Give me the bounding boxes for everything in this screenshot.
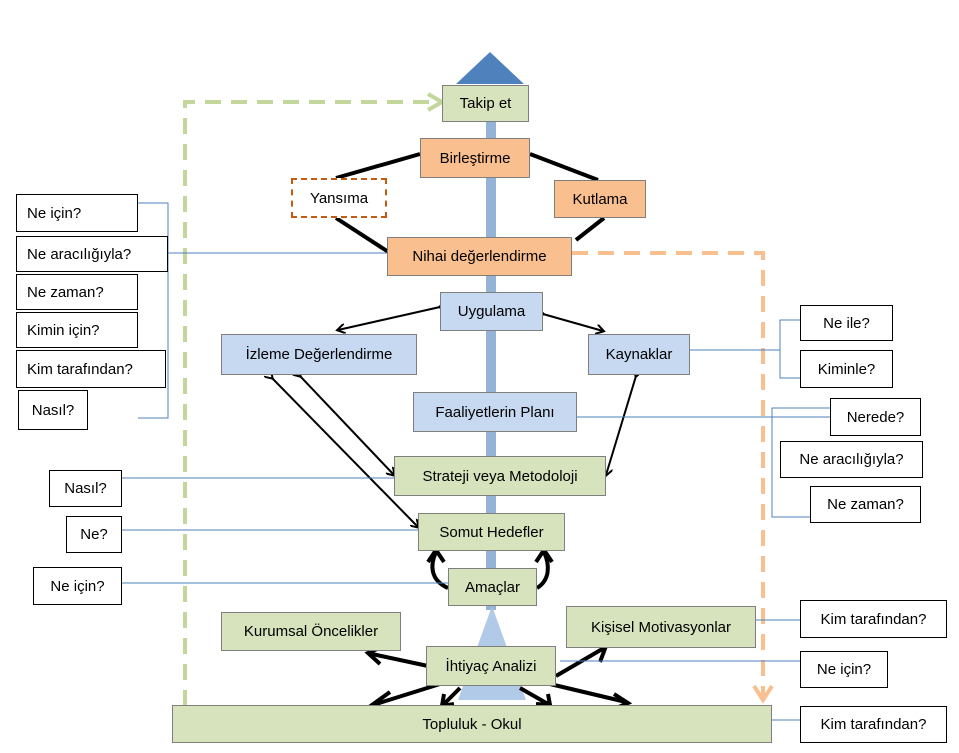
topluluk-okul-node[interactable]: Topluluk - Okul bbox=[172, 705, 772, 743]
birlestirme-node[interactable]: Birleştirme bbox=[420, 138, 530, 178]
kutlama-node[interactable]: Kutlama bbox=[554, 180, 646, 218]
strateji-node[interactable]: Strateji veya Metodoloji bbox=[394, 456, 606, 496]
question-kim-tarafindan: Kim tarafından? bbox=[16, 350, 166, 388]
question-kiminle: Kiminle? bbox=[800, 350, 893, 388]
takip-et-node[interactable]: Takip et bbox=[442, 85, 529, 122]
follow-up-loop bbox=[183, 100, 440, 706]
evaluation-loop-head bbox=[752, 684, 774, 704]
yansima-node[interactable]: Yansıma bbox=[291, 178, 387, 218]
central-spine bbox=[486, 120, 496, 610]
faaliyetler-plani-node[interactable]: Faaliyetlerin Planı bbox=[413, 392, 577, 432]
spine-arrowhead bbox=[456, 52, 524, 84]
evaluation-loop bbox=[572, 251, 765, 700]
ihtiyac-analizi-node[interactable]: İhtiyaç Analizi bbox=[426, 646, 556, 686]
question-nasil-strateji: Nasıl? bbox=[49, 470, 122, 507]
question-ne-araciligiyla-right: Ne aracılığıyla? bbox=[780, 441, 923, 478]
uygulama-node[interactable]: Uygulama bbox=[440, 292, 543, 331]
kisisel-motivasyonlar-node[interactable]: Kişisel Motivasyonlar bbox=[566, 606, 756, 648]
question-ne-icin: Ne için? bbox=[16, 194, 138, 232]
question-nerede: Nerede? bbox=[830, 398, 921, 436]
question-ne-icin-amaclar: Ne için? bbox=[33, 567, 122, 605]
question-kimin-icin: Kimin için? bbox=[16, 312, 138, 348]
izleme-degerlendirme-node[interactable]: İzleme Değerlendirme bbox=[221, 334, 417, 375]
somut-hedefler-node[interactable]: Somut Hedefler bbox=[418, 513, 565, 551]
kurumsal-oncelikler-node[interactable]: Kurumsal Öncelikler bbox=[221, 612, 401, 651]
question-kim-tarafindan-kisisel: Kim tarafından? bbox=[800, 600, 947, 638]
question-ne-ile: Ne ile? bbox=[800, 305, 893, 341]
question-ne-icin-ihtiyac: Ne için? bbox=[800, 651, 888, 688]
question-ne-zaman-right: Ne zaman? bbox=[810, 486, 921, 523]
follow-up-loop-head bbox=[427, 92, 447, 112]
question-nasil: Nasıl? bbox=[18, 390, 88, 430]
question-kim-tarafindan-topluluk: Kim tarafından? bbox=[800, 706, 947, 743]
question-ne-araciligiyla: Ne aracılığıyla? bbox=[16, 236, 168, 272]
nihai-degerlendirme-node[interactable]: Nihai değerlendirme bbox=[387, 237, 572, 276]
question-ne-hedefler: Ne? bbox=[66, 516, 122, 553]
amaclar-node[interactable]: Amaçlar bbox=[448, 568, 537, 606]
question-ne-zaman: Ne zaman? bbox=[16, 274, 138, 310]
kaynaklar-node[interactable]: Kaynaklar bbox=[588, 334, 690, 375]
